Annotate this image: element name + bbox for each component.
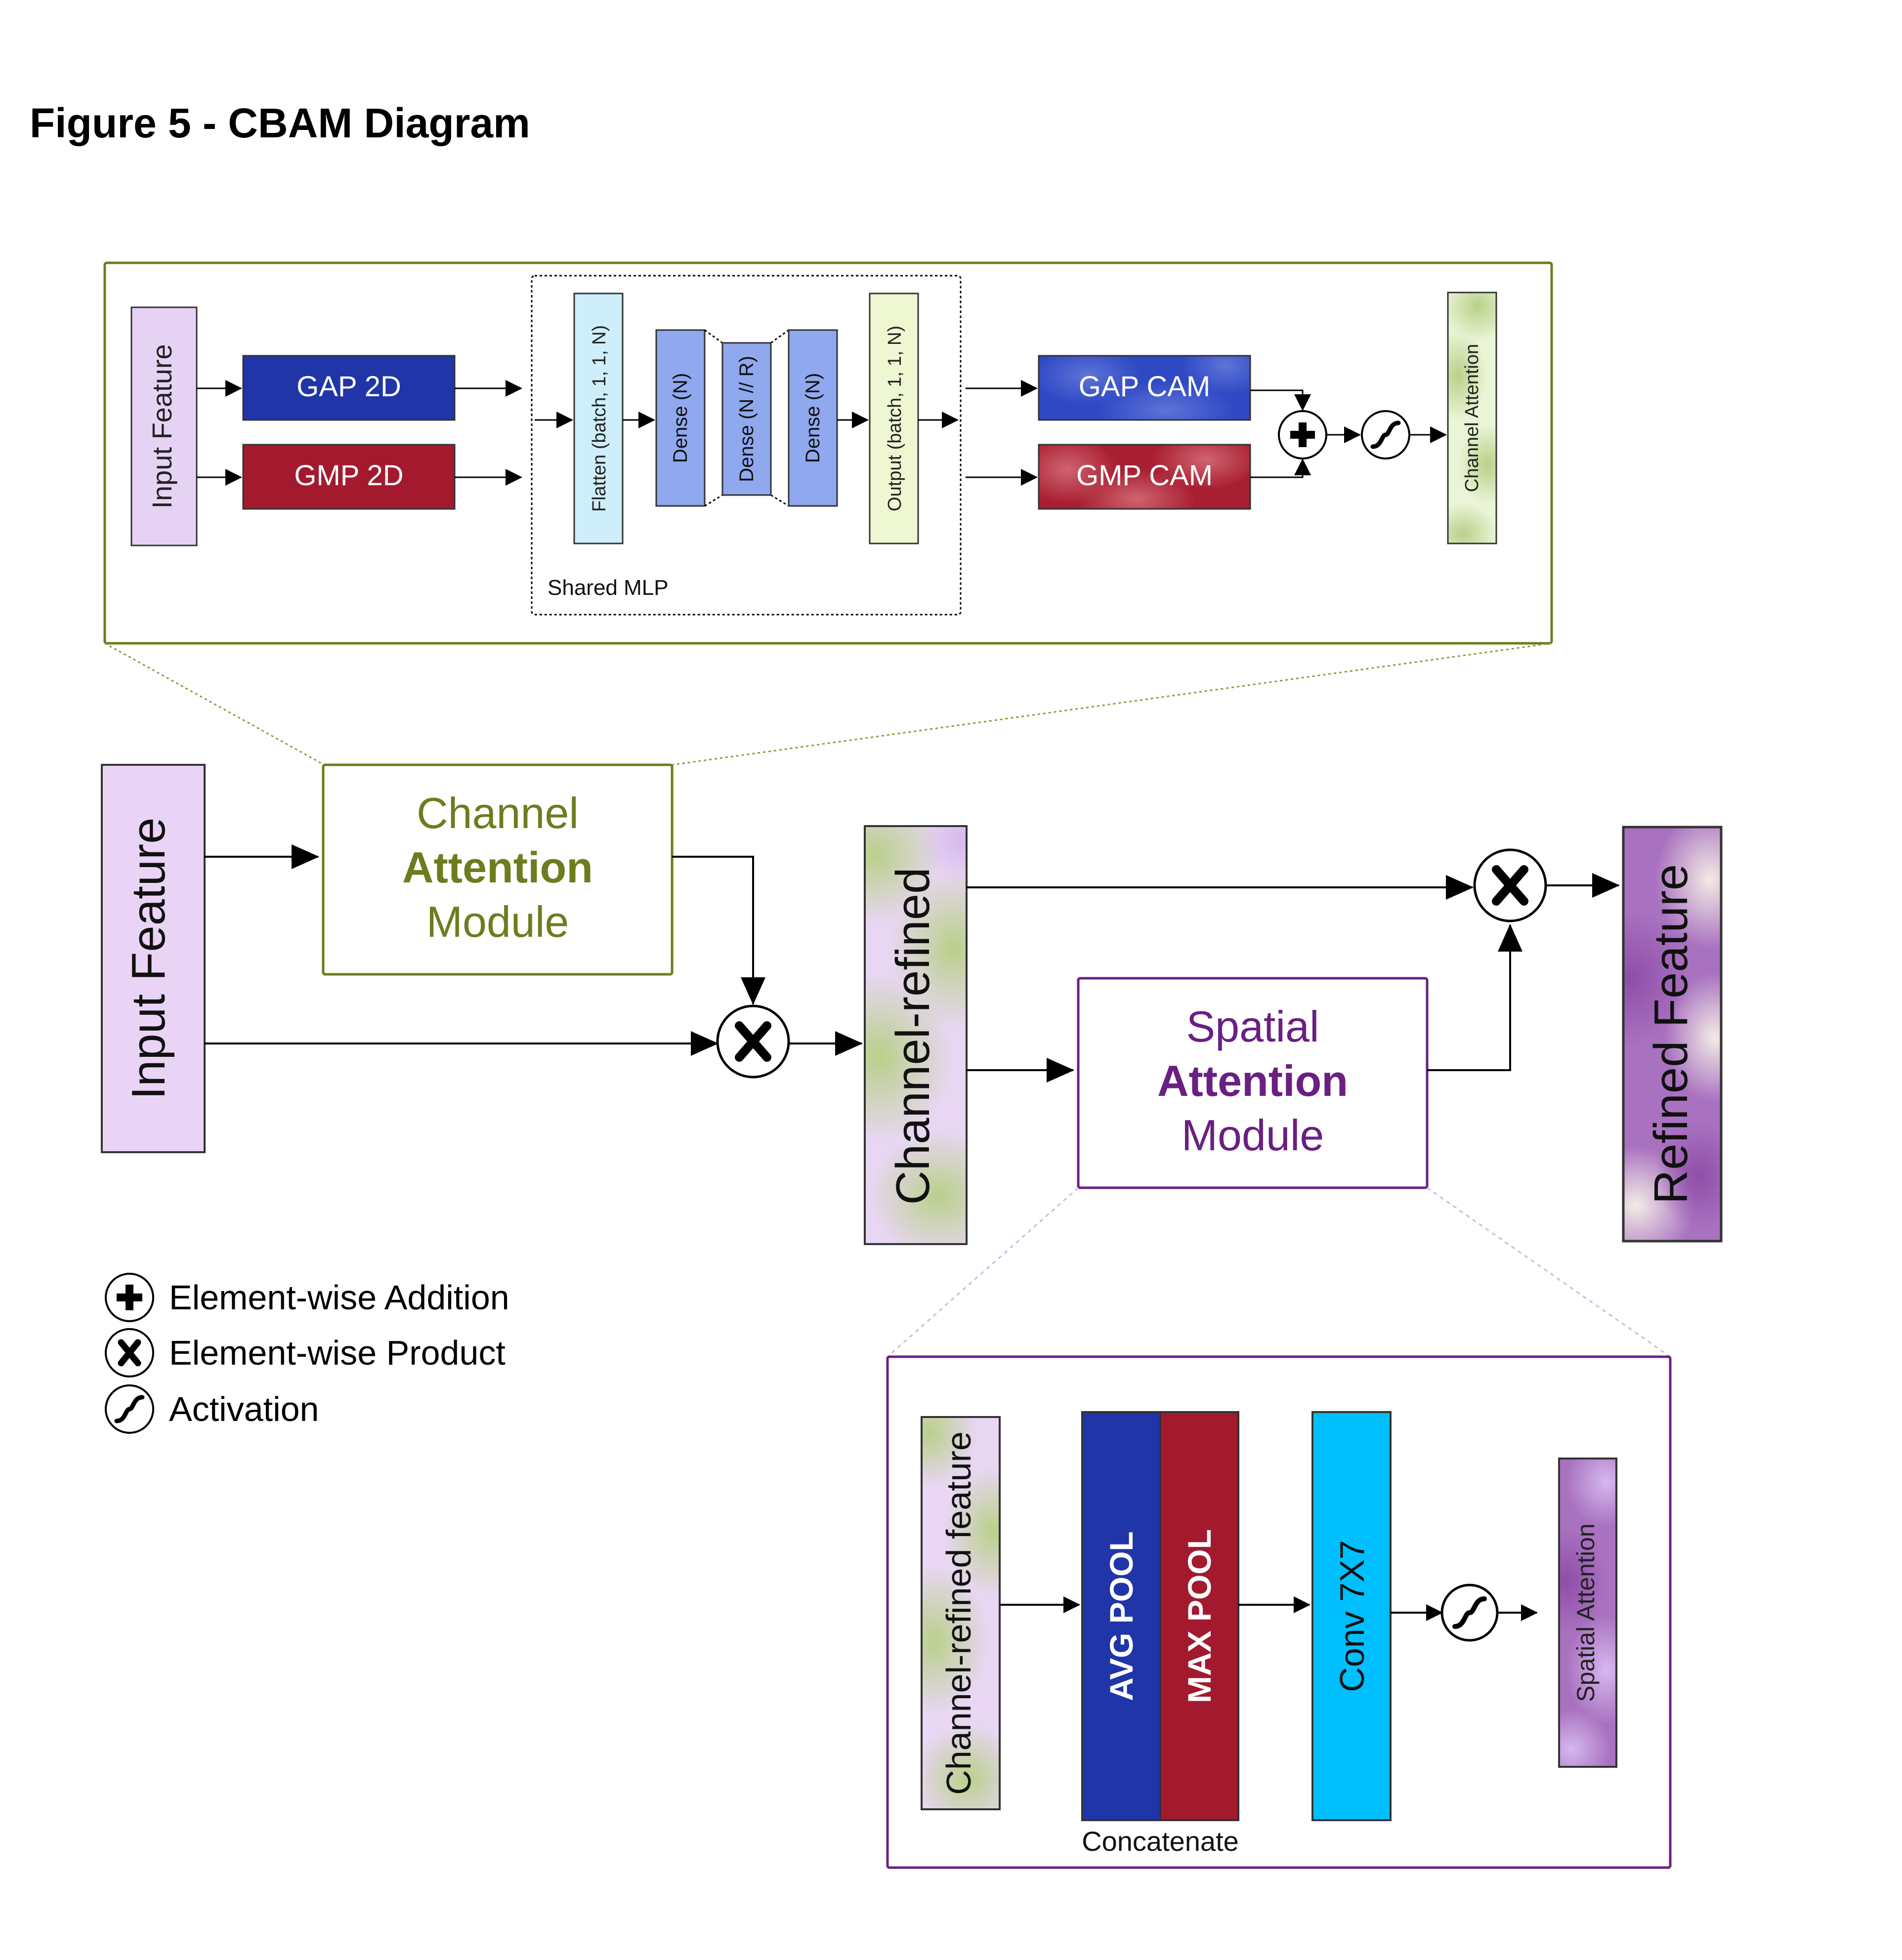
legend-product-label: Element-wise Product <box>169 1334 506 1372</box>
funnel-line <box>770 494 789 507</box>
gmp2d-label: GMP 2D <box>294 459 403 492</box>
sigmoid-circle-icon <box>105 1384 154 1434</box>
max-pool-box <box>1159 1411 1239 1821</box>
legend: Element-wise Addition Element-wise Produ… <box>105 1273 509 1434</box>
flatten-box <box>573 292 624 544</box>
x-circle-icon <box>716 1004 790 1079</box>
spatial-detail-panel <box>886 1355 1672 1869</box>
output-box <box>869 292 919 544</box>
plus-circle-icon <box>1278 410 1327 459</box>
detail-input-feature-label: Input Feature <box>146 344 177 508</box>
zoom-connector <box>1427 1187 1671 1358</box>
refined-feature-box <box>1622 826 1723 1243</box>
zoom-connector <box>887 1187 1079 1358</box>
spatial-attention-box <box>1558 1458 1617 1768</box>
arrow-icon <box>1250 459 1311 478</box>
shared-mlp-label: Shared MLP <box>548 576 669 600</box>
funnel-line <box>704 494 723 507</box>
dense-n-box-1 <box>655 329 706 507</box>
max-pool-label: MAX POOL <box>1181 1529 1218 1703</box>
channel-refined-box <box>864 825 968 1245</box>
arrow-icon <box>1427 924 1522 1071</box>
gmp2d-box <box>242 444 456 510</box>
cam-label-line3: Module <box>426 897 569 946</box>
conv-label: Conv 7X7 <box>1333 1540 1371 1692</box>
gap2d-box <box>242 355 456 421</box>
x-circle-icon <box>105 1328 154 1377</box>
dense-n-label-2: Dense (N) <box>802 373 824 463</box>
spatial-channel-refined-box <box>921 1416 1001 1810</box>
dense-nr-box <box>721 342 772 496</box>
detail-input-feature-box <box>130 306 198 546</box>
conv-box <box>1311 1411 1392 1821</box>
refined-feature-label: Refined Feature <box>1645 864 1697 1204</box>
page-title: Figure 5 - CBAM Diagram <box>30 100 530 146</box>
channel-attention-module <box>322 763 674 976</box>
gap-cam-box <box>1038 355 1251 421</box>
zoom-connector <box>104 642 325 766</box>
funnel-line <box>770 329 789 344</box>
cam-label-line2: Attention <box>402 843 593 892</box>
legend-addition-label: Element-wise Addition <box>169 1278 509 1317</box>
sigmoid-circle-icon <box>1361 410 1410 459</box>
gap-cam-label: GAP CAM <box>1079 371 1210 403</box>
input-feature-label: Input Feature <box>122 817 175 1099</box>
sam-label-line2: Attention <box>1157 1056 1348 1105</box>
arrow-icon <box>1250 389 1311 411</box>
flatten-label: Flatten (batch, 1, 1, N) <box>589 325 610 512</box>
dense-n-box-2 <box>788 329 838 507</box>
output-label: Output (batch, 1, 1, N) <box>885 326 905 511</box>
dense-nr-label: Dense (N // R) <box>736 356 758 482</box>
funnel-line <box>704 329 723 344</box>
sigmoid-circle-icon <box>1440 1584 1499 1642</box>
concatenate-label: Concatenate <box>1082 1826 1239 1857</box>
input-feature-box <box>101 764 206 1153</box>
zoom-connector <box>672 642 1552 766</box>
arrow-icon <box>672 856 765 1005</box>
gap2d-label: GAP 2D <box>296 371 401 403</box>
x-circle-icon <box>1473 848 1547 922</box>
sam-label-line3: Module <box>1182 1111 1324 1160</box>
avg-pool-label: AVG POOL <box>1103 1531 1140 1701</box>
avg-pool-box <box>1081 1411 1161 1821</box>
spatial-attention-module <box>1077 977 1429 1189</box>
legend-activation-label: Activation <box>169 1390 319 1428</box>
sam-label-line1: Spatial <box>1186 1002 1319 1051</box>
channel-attention-box <box>1447 292 1497 544</box>
channel-attention-label: Channel Attention <box>1462 344 1482 492</box>
cam-label-line1: Channel <box>417 789 579 837</box>
channel-refined-label: Channel-refined <box>887 867 939 1205</box>
dense-n-label-1: Dense (N) <box>670 373 691 463</box>
shared-mlp-box <box>531 275 962 616</box>
plus-circle-icon <box>105 1273 154 1322</box>
gmp-cam-label: GMP CAM <box>1076 459 1213 492</box>
spatial-attention-label: Spatial Attention <box>1572 1523 1600 1702</box>
spatial-channel-refined-label: Channel-refined feature <box>939 1431 978 1794</box>
